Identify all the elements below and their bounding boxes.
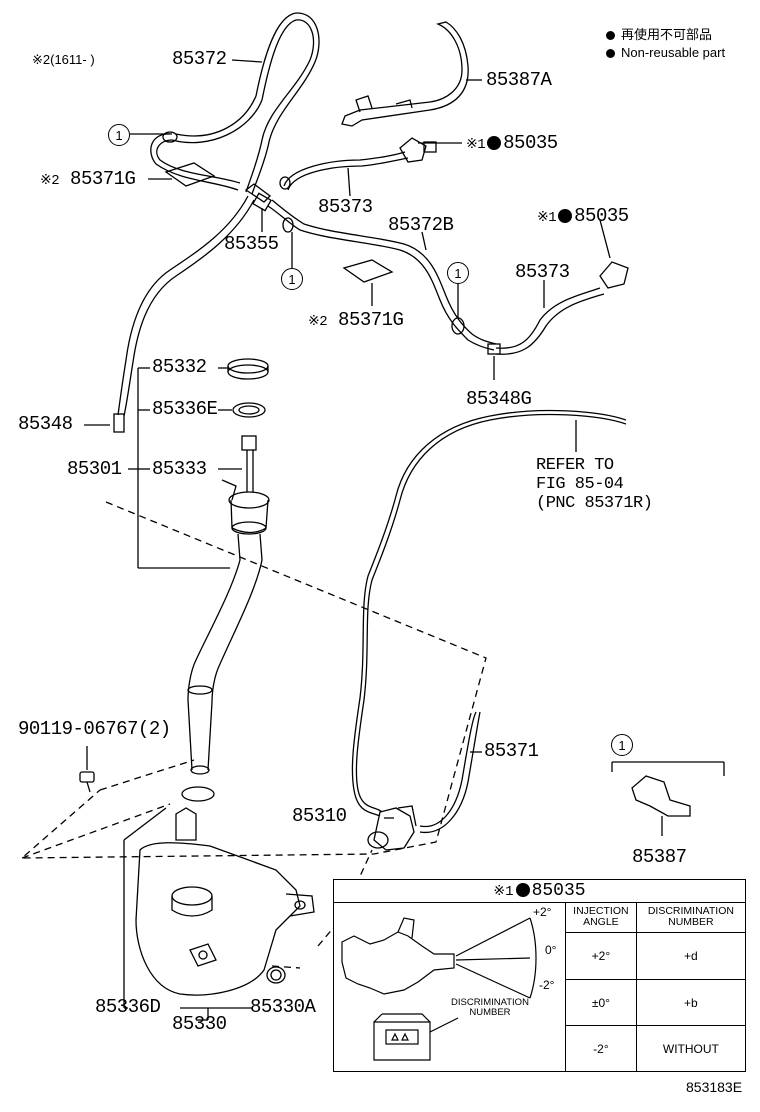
- non-reusable-dot-icon: [487, 136, 502, 150]
- cap-85332: [227, 358, 269, 380]
- filler-neck-85301: [187, 479, 270, 775]
- leader-lines: [130, 59, 611, 819]
- hose-85373-a: [279, 151, 409, 191]
- angle-down-label: -2°: [539, 978, 555, 992]
- refer-line-2: FIG 85-04: [536, 475, 624, 494]
- level-gauge-85333: [241, 435, 257, 492]
- hose-85371: [351, 409, 627, 834]
- non-reusable-dot-icon: [606, 49, 615, 59]
- hose-85372: [150, 12, 320, 195]
- part-label-85371G-b: ※2 85371G: [308, 309, 404, 331]
- top-note: ※2(1611- ): [32, 53, 95, 66]
- part-label-85355: 85355: [224, 233, 279, 255]
- ring-85336D: [181, 786, 215, 802]
- cell-number: +b: [635, 978, 745, 1026]
- connector-85355: [244, 183, 272, 232]
- top-note-mark: ※2: [32, 52, 51, 67]
- angle-up-label: +2°: [533, 905, 552, 919]
- part-label-85336D: 85336D: [95, 996, 161, 1018]
- cell-number: WITHOUT: [635, 1025, 745, 1071]
- part-label-85330A: 85330A: [250, 996, 316, 1018]
- bolt-90119: [79, 746, 95, 793]
- non-reusable-dot-icon: [606, 31, 615, 41]
- hose-85373-b: [487, 287, 605, 380]
- cell-angle: +2°: [565, 932, 637, 980]
- part-label-85373-a: 85373: [318, 196, 373, 218]
- part-label-85372: 85372: [172, 48, 227, 70]
- bracket-85330: [123, 807, 252, 1021]
- cell-angle: ±0°: [565, 978, 637, 1026]
- dashed-guides: [20, 501, 487, 969]
- legend-line-en: Non-reusable part: [606, 44, 725, 62]
- non-reusable-dot-icon: [558, 209, 573, 223]
- part-label-85336E: 85336E: [152, 398, 218, 420]
- table-row: -2° WITHOUT: [565, 1025, 745, 1071]
- part-label-85310: 85310: [292, 805, 347, 827]
- table-row: ±0° +b: [565, 978, 745, 1026]
- angle-mid-label: 0°: [545, 943, 557, 957]
- callout-1-b: 1: [281, 268, 303, 290]
- part-label-85387: 85387: [632, 846, 687, 868]
- callout-1-c: 1: [447, 262, 469, 284]
- part-label-85301: 85301: [67, 458, 122, 480]
- part-label-85371G-a: ※2 85371G: [40, 168, 136, 190]
- top-note-text: (1611- ): [50, 52, 95, 67]
- bracket-85301: [128, 367, 242, 569]
- refer-line-3: (PNC 85371R): [536, 494, 653, 513]
- table-row: +2° +d: [565, 932, 745, 980]
- part-label-85348: 85348: [18, 413, 73, 435]
- part-label-85330: 85330: [172, 1013, 227, 1035]
- ring-85336E: [232, 402, 266, 418]
- label-patch-85371G-b: [342, 259, 394, 283]
- refer-note: REFER TO FIG 85-04 (PNC 85371R): [536, 456, 653, 513]
- part-label-90119: 90119-06767(2): [18, 718, 171, 740]
- legend: 再使用不可部品 Non-reusable part: [606, 26, 725, 62]
- part-label-85348G: 85348G: [466, 388, 532, 410]
- label-patch-85371G-a: [164, 162, 216, 187]
- pump-85310: [367, 805, 417, 851]
- cell-number: +d: [635, 932, 745, 980]
- part-label-85372B: 85372B: [388, 214, 454, 236]
- part-label-85387A: 85387A: [486, 69, 552, 91]
- nozzle-85035-b: [599, 261, 629, 289]
- callout-1-d: 1: [611, 734, 633, 756]
- refer-line-1: REFER TO: [536, 456, 614, 475]
- legend-line-jp: 再使用不可部品: [606, 26, 725, 44]
- part-label-85373-b: 85373: [515, 261, 570, 283]
- part-label-85332: 85332: [152, 356, 207, 378]
- tank-85330: [135, 807, 315, 996]
- figure-number: 853183E: [686, 1079, 743, 1095]
- clip-85387-bracket: [611, 761, 725, 836]
- nozzle-85035-a: [399, 137, 437, 163]
- cover-85387A: [341, 21, 482, 127]
- callout-1-a: 1: [108, 124, 130, 146]
- inset-nozzle-drawing: [341, 917, 537, 1061]
- discrimination-label: DISCRIMINATION NUMBER: [451, 997, 529, 1018]
- part-label-85371: 85371: [484, 740, 539, 762]
- part-label-85333: 85333: [152, 458, 207, 480]
- non-reusable-dot-icon: [515, 883, 530, 897]
- cell-angle: -2°: [565, 1025, 637, 1071]
- hose-left-down: [84, 195, 255, 433]
